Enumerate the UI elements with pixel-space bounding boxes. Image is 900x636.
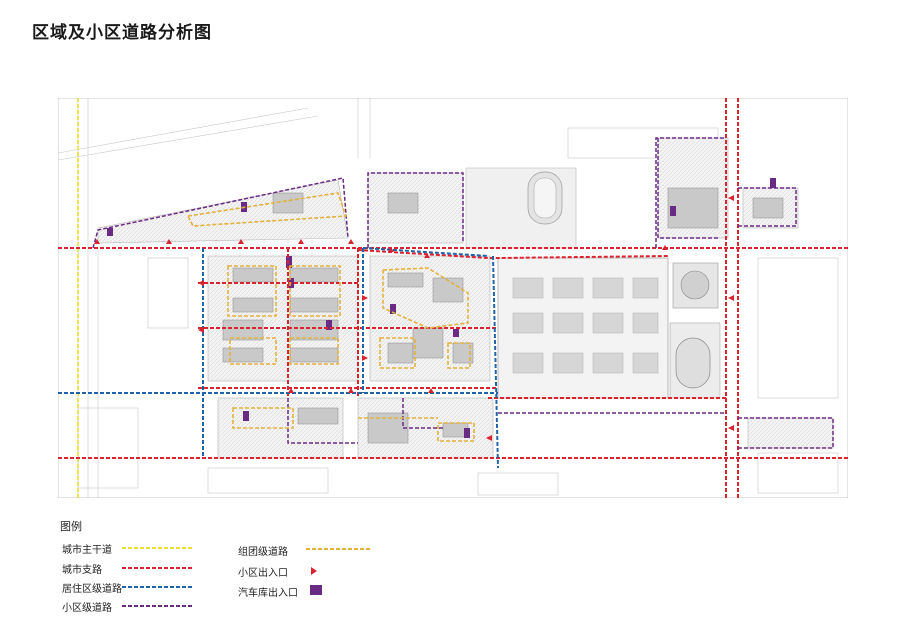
legend-swatch-red-line	[122, 567, 192, 569]
legend-swatch-amber-line	[306, 548, 372, 550]
legend-item-entrance: 小区出入口	[238, 564, 317, 579]
legend-label: 小区级道路	[62, 603, 112, 614]
legend-heading: 图例	[60, 520, 82, 533]
site-road-map	[58, 98, 848, 498]
legend-item-arterial: 城市主干道	[62, 541, 192, 556]
context-lines	[58, 98, 839, 498]
group-roads	[187, 192, 475, 442]
legend-item-district: 居住区级道路	[62, 580, 192, 595]
legend-label: 组团级道路	[238, 547, 288, 558]
legend-label: 城市主干道	[62, 545, 112, 556]
legend-item-branch: 城市支路	[62, 561, 192, 576]
legend-label: 居住区级道路	[62, 584, 122, 595]
legend-swatch-purple-line	[122, 605, 192, 607]
stadium-complex	[497, 257, 721, 399]
community-roads	[92, 137, 834, 449]
legend-item-community: 小区级道路	[62, 599, 192, 614]
legend-item-group: 组团级道路	[238, 543, 372, 558]
district-roads	[58, 247, 499, 469]
legend-label: 小区出入口	[238, 568, 288, 579]
garage-marker-icon	[310, 585, 322, 595]
school-campus	[465, 167, 577, 249]
community-entrances	[94, 195, 734, 441]
legend-swatch-yellow-line	[122, 547, 192, 549]
page-title: 区域及小区道路分析图	[32, 23, 212, 43]
legend-label: 汽车库出入口	[238, 588, 298, 599]
legend-label: 城市支路	[62, 565, 102, 576]
legend-swatch-blue-line	[122, 586, 192, 588]
triangle-marker-icon	[311, 567, 317, 575]
legend-item-garage: 汽车库出入口	[238, 584, 322, 599]
